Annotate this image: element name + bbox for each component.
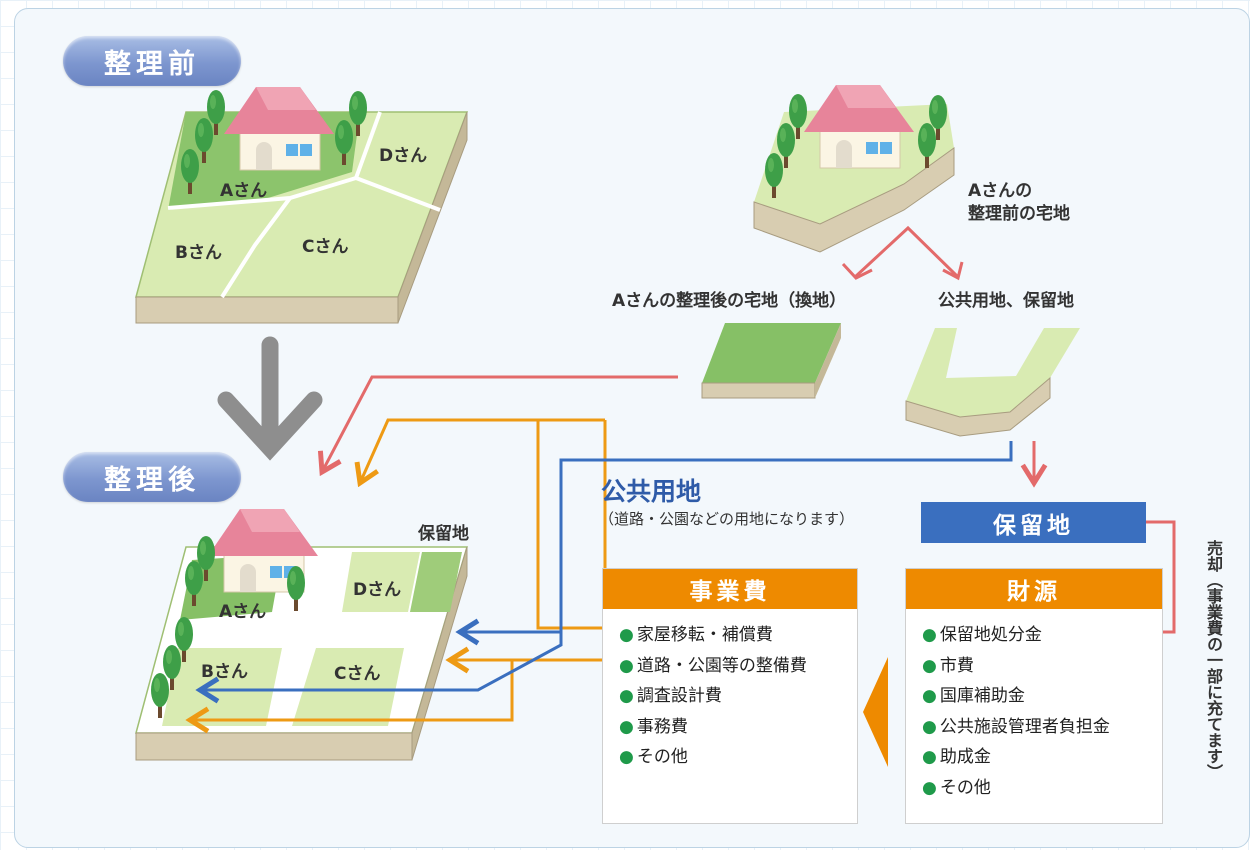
bullet-icon: ● (619, 747, 634, 768)
a-original-house (803, 84, 915, 169)
project-cost-title: 事業費 (603, 569, 857, 609)
after-plot-c: Cさん (334, 664, 381, 684)
a-replotted-caption: Aさんの整理後の宅地（換地） (612, 291, 847, 311)
reserve-tag: 保留地 (921, 502, 1146, 543)
after-title: 整理後 (63, 452, 241, 502)
a-original-caption-2: 整理前の宅地 (968, 204, 1070, 224)
after-plot-b: Bさん (201, 662, 248, 682)
funding-item: ●保留地処分金 (922, 625, 1042, 645)
project-cost-item: ●道路・公園等の整備費 (619, 655, 807, 676)
project-cost-item: ●事務費 (619, 716, 688, 737)
after-plot-a: Aさん (219, 602, 267, 622)
after-plot-d: Dさん (353, 580, 402, 600)
split-arrow (853, 225, 960, 279)
funding-to-cost-arrow-icon (863, 657, 888, 767)
bullet-icon: ● (619, 716, 634, 737)
funding-item: ●その他 (922, 777, 991, 798)
a-original-caption-1: Aさんの (968, 181, 1033, 201)
before-plot-c: Cさん (302, 237, 349, 257)
public-reserve-parcel (905, 328, 1080, 437)
funding-box: 財源 ●保留地処分金 ●市費 ●国庫補助金 ●公共施設管理者負担金 ●助成金 ●… (905, 568, 1163, 824)
bullet-icon: ● (922, 625, 937, 645)
project-cost-item: ●家屋移転・補償費 (619, 625, 773, 645)
bullet-icon: ● (922, 747, 937, 768)
cost-flow-arrow-low (190, 658, 605, 720)
reserve-land-label: 保留地 (418, 524, 469, 544)
before-house (223, 86, 335, 171)
public-reserve-caption: 公共用地、保留地 (938, 291, 1074, 311)
project-cost-item: ●調査設計費 (619, 686, 722, 707)
funding-item: ●国庫補助金 (922, 686, 1025, 707)
cost-flow-arrow-top (360, 418, 605, 483)
funding-item: ●助成金 (922, 747, 991, 768)
public-flow-arrow-low (200, 632, 563, 690)
sale-note: 売却（事業費の一部に充てます） (1204, 540, 1223, 780)
bullet-icon: ● (922, 777, 937, 798)
funding-item: ●公共施設管理者負担金 (922, 716, 1110, 737)
before-plot-d: Dさん (379, 146, 428, 166)
bullet-icon: ● (922, 686, 937, 707)
before-plot-b: Bさん (175, 243, 222, 263)
public-land-subtitle: （道路・公園などの用地になります） (599, 510, 855, 528)
project-cost-item: ●その他 (619, 747, 688, 768)
bullet-icon: ● (619, 686, 634, 707)
transition-arrow-icon (217, 336, 323, 461)
cost-flow-arrow-loop (536, 420, 607, 630)
before-plot-a: Aさん (220, 181, 268, 201)
bullet-icon: ● (619, 655, 634, 676)
public-flow-arrow-top (460, 441, 1013, 632)
replot-flow-arrow (322, 375, 678, 472)
bullet-icon: ● (922, 716, 937, 737)
public-land-title: 公共用地 (601, 477, 702, 506)
before-title: 整理前 (63, 36, 241, 86)
bullet-icon: ● (619, 625, 634, 645)
bullet-icon: ● (922, 655, 937, 676)
a-replotted-parcel (701, 323, 841, 399)
funding-title: 財源 (906, 569, 1162, 609)
funding-item: ●市費 (922, 655, 974, 676)
project-cost-box: 事業費 ●家屋移転・補償費 ●道路・公園等の整備費 ●調査設計費 ●事務費 ●そ… (602, 568, 858, 824)
